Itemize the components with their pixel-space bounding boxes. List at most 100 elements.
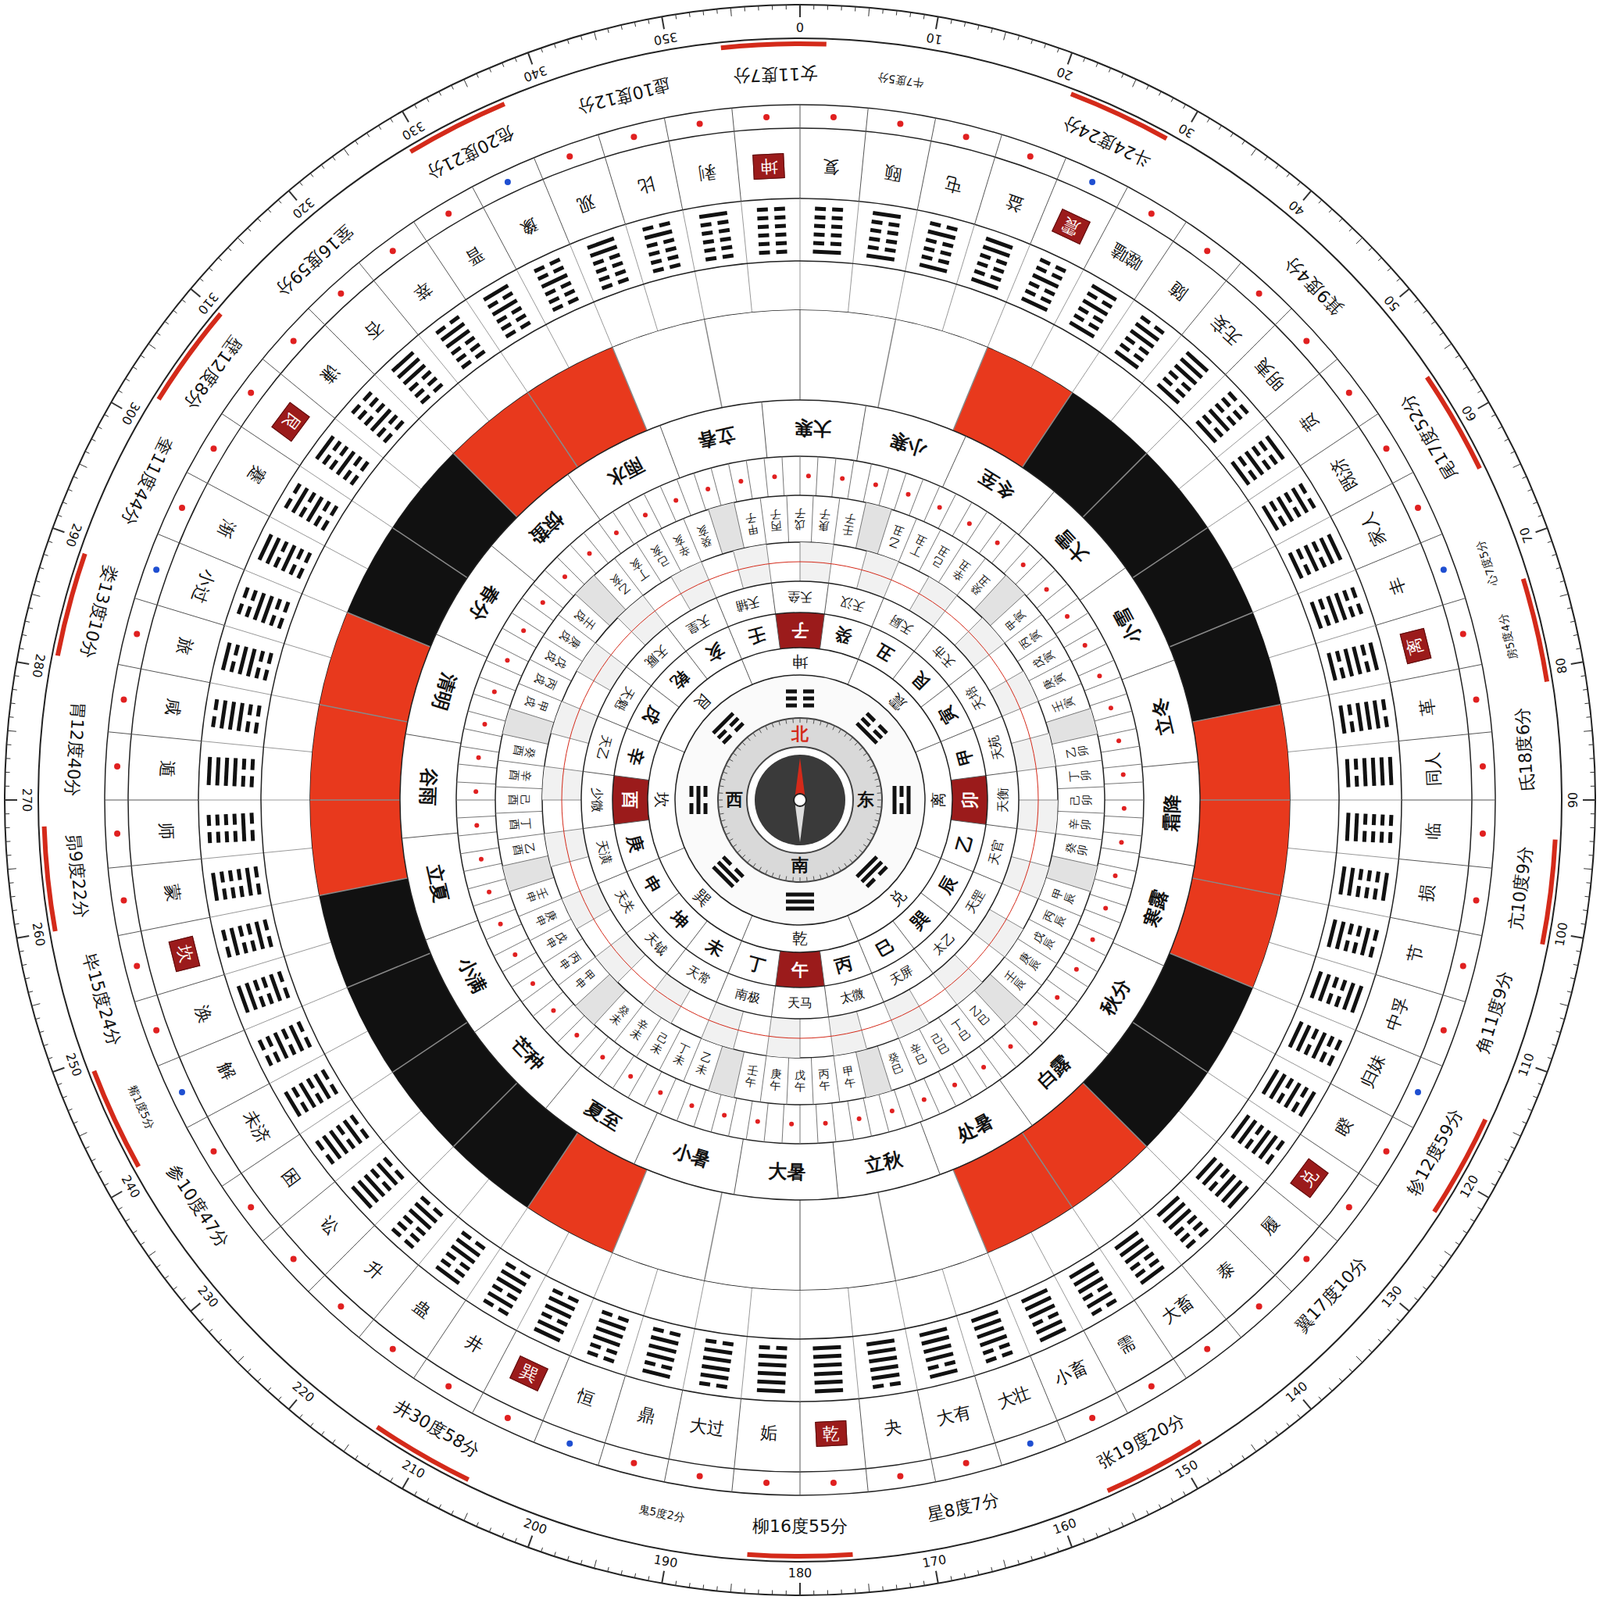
degree-tick <box>402 1478 409 1490</box>
ring-dot <box>1473 896 1480 904</box>
hexagram-line <box>305 553 311 564</box>
solar-divider <box>1112 942 1165 966</box>
degree-tick <box>21 964 27 965</box>
hexagram-line <box>506 1263 516 1269</box>
hexagram-line <box>866 255 895 260</box>
degree-tick <box>580 35 583 40</box>
hexagram-line <box>1354 775 1360 787</box>
degree-number: 260 <box>29 921 47 947</box>
hexagram-line <box>550 259 561 265</box>
ring-dot <box>614 530 619 536</box>
hexagram-divider <box>308 308 375 375</box>
degree-tick <box>6 854 11 856</box>
fenjin-divider <box>1094 710 1133 722</box>
degree-tick <box>1589 827 1595 829</box>
hexagram-line <box>285 1092 300 1117</box>
trigram-line <box>696 785 701 815</box>
hexagram-line <box>232 887 235 899</box>
color-band-cell <box>800 310 896 408</box>
solar-divider <box>435 634 488 658</box>
degree-tick <box>827 5 829 11</box>
degree-tick <box>1396 1318 1401 1322</box>
band-divider <box>612 1169 647 1253</box>
hexagram-line <box>322 521 329 531</box>
hexagram-line <box>602 1311 613 1316</box>
hexagram-line <box>246 721 249 733</box>
hexagram-line <box>1097 1285 1108 1291</box>
ring-dot <box>389 247 397 254</box>
degree-tick <box>1470 378 1475 382</box>
hexagram-divider <box>1146 1146 1225 1225</box>
hexagram-line <box>866 1340 895 1345</box>
ring-dot <box>337 290 344 297</box>
hexagram-line <box>1346 812 1349 841</box>
solar-divider <box>1079 567 1126 601</box>
fenjin-divider <box>628 502 648 536</box>
degree-tick <box>1589 854 1594 856</box>
hexagram-line <box>1353 758 1359 770</box>
hexagram-line <box>501 323 511 329</box>
hexagram-line <box>1328 534 1341 561</box>
degree-tick <box>1275 1431 1279 1436</box>
degree-tick <box>1422 1286 1427 1290</box>
hexagram-name: 临 <box>1424 821 1443 840</box>
degree-tick <box>514 1538 517 1543</box>
ring-dot <box>114 830 121 837</box>
fenjin-divider <box>746 460 753 499</box>
degree-tick <box>1528 1108 1533 1111</box>
fenjin-divider <box>1089 894 1128 907</box>
degree-tick <box>9 716 15 718</box>
degree-tick <box>5 757 11 759</box>
hexagram-line <box>1186 1240 1195 1248</box>
hexagram-line <box>1366 661 1369 673</box>
hexagram-divider <box>107 858 201 868</box>
degree-tick <box>1328 208 1333 212</box>
hexagram-line <box>1048 1313 1059 1318</box>
degree-number: 280 <box>29 653 47 679</box>
trigram-line <box>703 803 708 815</box>
hexagram-line <box>322 1069 329 1079</box>
hexagram-line <box>1370 642 1378 671</box>
hexagram-line <box>1039 1328 1066 1341</box>
fenjin-divider <box>1103 832 1143 836</box>
solar-divider <box>1018 491 1055 536</box>
ring-dot <box>586 550 592 556</box>
dial-tick <box>877 806 883 808</box>
degree-tick <box>1589 743 1594 745</box>
needle-pivot <box>793 793 807 807</box>
degree-tick <box>125 1218 130 1222</box>
hexagram-line <box>213 872 218 901</box>
degree-tick <box>634 21 636 27</box>
hexagram-divider <box>210 895 320 918</box>
hexagram-divider <box>117 664 211 683</box>
hexagram-line <box>928 1366 940 1369</box>
hexagram-line <box>516 314 526 321</box>
blank-cell <box>502 708 554 745</box>
hexagram-line <box>599 1319 626 1329</box>
degree-tick <box>757 1589 759 1595</box>
hexagram-divider <box>732 107 742 201</box>
hexagram-divider <box>1031 1232 1084 1331</box>
degree-tick <box>1522 1121 1527 1124</box>
hexagram-line <box>1285 492 1291 503</box>
degree-tick <box>730 7 733 17</box>
fenjin-divider <box>965 1055 987 1089</box>
ring-dot <box>696 1473 704 1480</box>
hexagram-line <box>831 233 843 239</box>
fenjin-divider <box>728 464 737 503</box>
hexagram-line <box>1382 699 1385 711</box>
mountain-divider <box>582 771 649 780</box>
hexagram-line <box>255 866 258 878</box>
hexagram-line <box>653 1328 665 1332</box>
ring-dot <box>247 1203 254 1211</box>
jiazi-divider <box>495 786 543 790</box>
mountain-divider <box>626 892 679 934</box>
hexagram-line <box>1134 354 1143 361</box>
hexagram-line <box>867 246 879 249</box>
ring-dot <box>153 1027 160 1034</box>
hexagram-line <box>993 268 1004 273</box>
trigram-line <box>689 803 694 815</box>
hexagram-line <box>262 977 267 988</box>
ring-dot <box>1116 738 1122 743</box>
hexagram-divider <box>308 1225 375 1292</box>
